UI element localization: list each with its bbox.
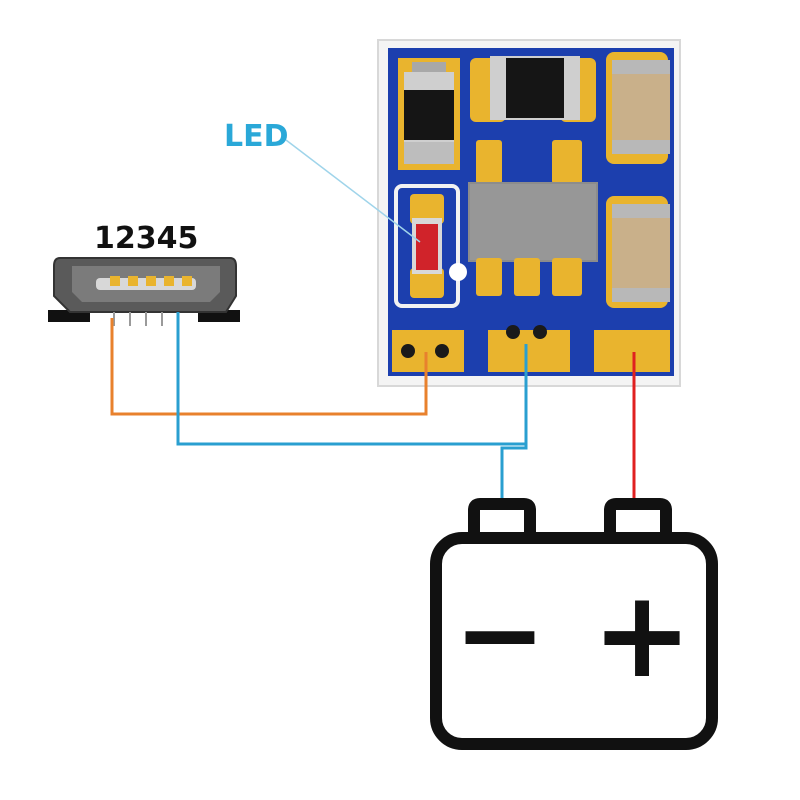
bottom-right-cap-bottom (612, 288, 670, 302)
usb-pin-5 (182, 276, 192, 286)
top-left-chip (404, 90, 454, 140)
wire-blue-usb (176, 312, 528, 446)
battery-body (430, 532, 718, 750)
pcb-board (377, 39, 681, 387)
chip-pad-top-1 (476, 140, 502, 184)
chip-pin-1 (476, 258, 502, 296)
top-right-cap (612, 62, 670, 154)
top-right-cap-top (612, 60, 670, 74)
led-pad-top (410, 194, 444, 224)
led-pad-bottom (410, 268, 444, 298)
led-pointer-line (285, 139, 421, 243)
top-mid-body (506, 58, 564, 118)
micro-usb-connector: 12345 (48, 221, 240, 326)
battery-terminal-positive (604, 498, 672, 540)
usb-pin-2 (128, 276, 138, 286)
chip-pin-2 (514, 258, 540, 296)
top-left-cap-bottom (404, 142, 454, 164)
usb-pin-3 (146, 276, 156, 286)
led-frame-outer (394, 184, 460, 308)
usb-pin-label: 12345 (94, 221, 198, 256)
bottom-right-cap (612, 206, 670, 300)
terminal-hole-1 (401, 344, 415, 358)
led-label: LED (224, 119, 289, 154)
usb-pin-1 (110, 276, 120, 286)
wires (110, 312, 636, 506)
wire-blue-battery (500, 444, 528, 506)
led-indicator-dot (449, 263, 467, 281)
terminal-pad-negative (488, 330, 570, 372)
led-icon (416, 224, 438, 270)
battery-negative-symbol: − (454, 570, 546, 698)
battery-terminal-negative (468, 498, 536, 540)
chip-pin-3 (552, 258, 582, 296)
ic-chip-shade (470, 184, 596, 260)
top-left-top (412, 62, 446, 72)
chip-pad-top-2 (552, 140, 582, 184)
led-label-group: LED (224, 119, 421, 243)
terminal-hole-2 (435, 344, 449, 358)
terminal-hole-4 (533, 325, 547, 339)
terminal-hole-3 (506, 325, 520, 339)
battery-positive-symbol: + (592, 566, 693, 705)
wire-orange (110, 318, 428, 416)
battery-icon: − + (430, 498, 718, 750)
usb-pin-4 (164, 276, 174, 286)
terminal-pad-positive (594, 330, 670, 372)
top-right-cap-bottom (612, 140, 670, 154)
bottom-right-cap-top (612, 204, 670, 218)
